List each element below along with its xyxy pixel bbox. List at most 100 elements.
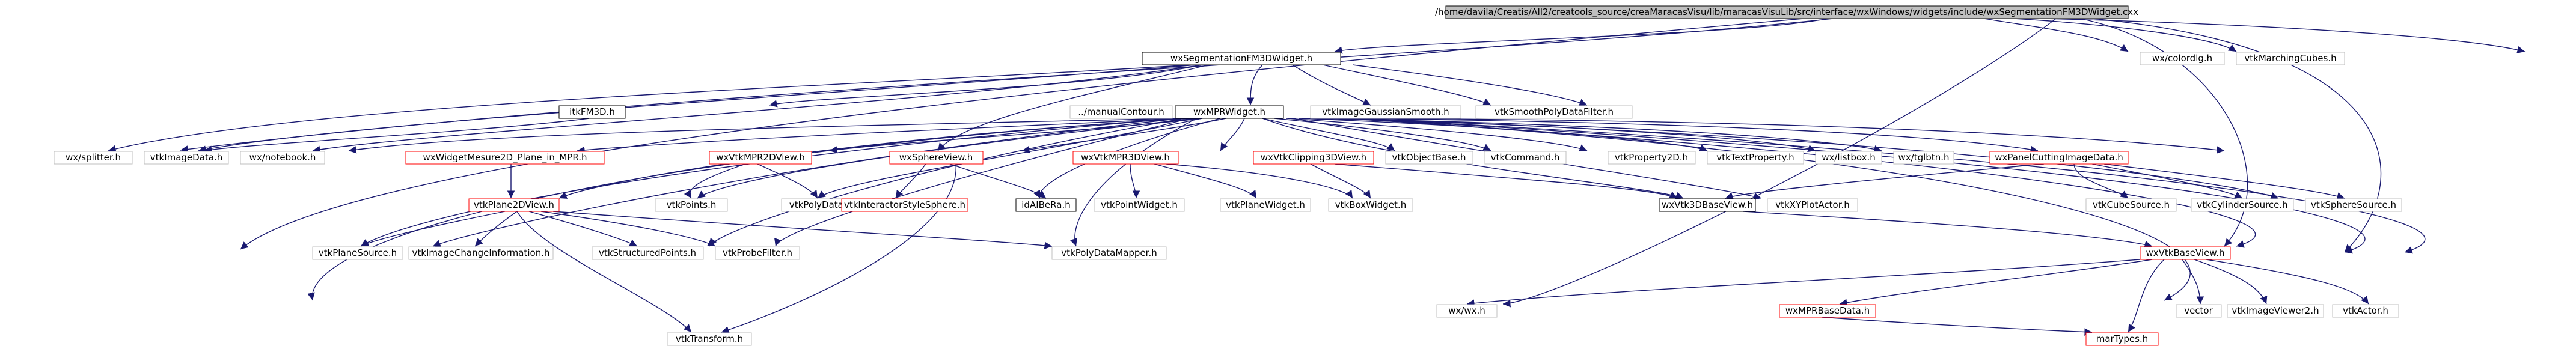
node-vtkCylinderSource[interactable]: vtkCylinderSource.h <box>2191 198 2294 212</box>
label-wxVtkMPR2DView: wxVtkMPR2DView.h <box>716 152 805 163</box>
node-vtkPlaneWidget[interactable]: vtkPlaneWidget.h <box>1220 198 1311 212</box>
label-vtkImageData: vtkImageData.h <box>150 152 223 163</box>
node-wxcolordlg[interactable]: wx/colordlg.h <box>2140 52 2225 65</box>
node-vtkInteractorStyleSphere[interactable]: vtkInteractorStyleSphere.h <box>841 198 968 212</box>
label-vtkPlaneSource: vtkPlaneSource.h <box>319 247 397 258</box>
node-vtkPointWidget[interactable]: vtkPointWidget.h <box>1094 198 1185 212</box>
node-wxtglbtn[interactable]: wx/tglbtn.h <box>1893 151 1954 165</box>
node-wxPanelCuttingImageData[interactable]: wxPanelCuttingImageData.h <box>1989 151 2129 165</box>
label-vtkCylinderSource: vtkCylinderSource.h <box>2197 199 2287 210</box>
node-wxVtk3DBaseView[interactable]: wxVtk3DBaseView.h <box>1659 198 1756 212</box>
label-wxcolordlg: wx/colordlg.h <box>2152 53 2212 64</box>
label-marTypes: marTypes.h <box>2096 333 2149 344</box>
node-vtkStructuredPoints[interactable]: vtkStructuredPoints.h <box>592 246 704 260</box>
label-vtkPlane2DView: vtkPlane2DView.h <box>474 199 554 210</box>
node-vtkPlane2DView[interactable]: vtkPlane2DView.h <box>468 198 560 212</box>
label-vtkObjectBase: vtkObjectBase.h <box>1392 152 1466 163</box>
label-wxWidgetMesure2D: wxWidgetMesure2D_Plane_in_MPR.h <box>423 152 587 163</box>
label-vector: vector <box>2184 305 2213 316</box>
node-vector[interactable]: vector <box>2176 304 2222 318</box>
edges <box>108 18 2526 336</box>
node-wxSphereView[interactable]: wxSphereView.h <box>889 151 984 165</box>
label-vtkBoxWidget: vtkBoxWidget.h <box>1335 199 1406 210</box>
node-wxVtkClipping3DView[interactable]: wxVtkClipping3DView.h <box>1253 151 1374 165</box>
node-wxVtkMPR3DView[interactable]: wxVtkMPR3DView.h <box>1072 151 1179 165</box>
label-vtkSmoothPolyDataFilter: vtkSmoothPolyDataFilter.h <box>1495 106 1614 117</box>
node-wxsplitter[interactable]: wx/splitter.h <box>54 151 133 165</box>
label-wxMPRWidget: wxMPRWidget.h <box>1193 106 1265 117</box>
node-vtkCommand[interactable]: vtkCommand.h <box>1484 151 1567 165</box>
node-vtkActor[interactable]: vtkActor.h <box>2332 304 2399 318</box>
root-node[interactable]: /home/davila/Creatis/All2/creatools_sour… <box>1435 5 2138 19</box>
node-vtkMarchingCubes[interactable]: vtkMarchingCubes.h <box>2236 52 2345 65</box>
node-vtkProbeFilter[interactable]: vtkProbeFilter.h <box>715 246 800 260</box>
node-vtkImageViewer2[interactable]: vtkImageViewer2.h <box>2227 304 2324 318</box>
node-wxlistbox[interactable]: wx/listbox.h <box>1815 151 1882 165</box>
node-vtkPlaneSource[interactable]: vtkPlaneSource.h <box>312 246 403 260</box>
label-wxSegmentationFM3DWidget: wxSegmentationFM3DWidget.h <box>1170 53 1312 64</box>
label-wxVtkMPR3DView: wxVtkMPR3DView.h <box>1081 152 1170 163</box>
node-wxMPRWidget[interactable]: wxMPRWidget.h <box>1175 105 1284 119</box>
label-vtkTextProperty: vtkTextProperty.h <box>1716 152 1794 163</box>
nodes: /home/davila/Creatis/All2/creatools_sour… <box>54 5 2402 346</box>
node-wxVtkMPR2DView[interactable]: wxVtkMPR2DView.h <box>709 151 812 165</box>
node-wxnotebook[interactable]: wx/notebook.h <box>240 151 325 165</box>
label-wxVtk3DBaseView: wxVtk3DBaseView.h <box>1662 199 1753 210</box>
node-vtkPolyData[interactable]: vtkPolyData.h <box>781 198 860 212</box>
label-vtkCubeSource: vtkCubeSource.h <box>2093 199 2170 210</box>
node-vtkPolyDataMapper[interactable]: vtkPolyDataMapper.h <box>1051 246 1167 260</box>
node-vtkXYPlotActor[interactable]: vtkXYPlotActor.h <box>1767 198 1858 212</box>
node-manualContour[interactable]: ../manualContour.h <box>1069 105 1173 119</box>
node-wxMPRBaseData[interactable]: wxMPRBaseData.h <box>1779 304 1876 318</box>
node-vtkSmoothPolyDataFilter[interactable]: vtkSmoothPolyDataFilter.h <box>1475 105 1633 119</box>
node-marTypes[interactable]: marTypes.h <box>2085 332 2159 346</box>
node-wxVtkBaseView[interactable]: wxVtkBaseView.h <box>2140 246 2231 260</box>
label-vtkActor: vtkActor.h <box>2343 305 2388 316</box>
node-vtkImageChangeInformation[interactable]: vtkImageChangeInformation.h <box>408 246 554 260</box>
label-vtkSphereSource: vtkSphereSource.h <box>2311 199 2396 210</box>
label-vtkPoints: vtkPoints.h <box>667 199 717 210</box>
label-wxwx: wx/wx.h <box>1448 305 1485 316</box>
node-vtkSphereSource[interactable]: vtkSphereSource.h <box>2305 198 2402 212</box>
node-wxwx[interactable]: wx/wx.h <box>1436 304 1498 318</box>
label-vtkMarchingCubes: vtkMarchingCubes.h <box>2244 53 2336 64</box>
label-wxlistbox: wx/listbox.h <box>1822 152 1876 163</box>
label-vtkPolyDataMapper: vtkPolyDataMapper.h <box>1061 247 1157 258</box>
label-vtkTransform: vtkTransform.h <box>676 333 743 344</box>
node-vtkObjectBase[interactable]: vtkObjectBase.h <box>1385 151 1473 165</box>
node-vtkTextProperty[interactable]: vtkTextProperty.h <box>1707 151 1804 165</box>
label-idAIBeRa: idAIBeRa.h <box>1021 199 1070 210</box>
label-wxSphereView: wxSphereView.h <box>899 152 973 163</box>
node-idAIBeRa[interactable]: idAIBeRa.h <box>1015 198 1077 212</box>
label-wxnotebook: wx/notebook.h <box>249 152 316 163</box>
node-wxWidgetMesure2D[interactable]: wxWidgetMesure2D_Plane_in_MPR.h <box>405 151 605 165</box>
label-manualContour: ../manualContour.h <box>1078 106 1164 117</box>
label-wxsplitter: wx/splitter.h <box>66 152 121 163</box>
root-label: /home/davila/Creatis/All2/creatools_sour… <box>1435 7 2138 18</box>
node-wxSegmentationFM3DWidget[interactable]: wxSegmentationFM3DWidget.h <box>1142 52 1341 65</box>
label-wxVtkClipping3DView: wxVtkClipping3DView.h <box>1261 152 1366 163</box>
node-vtkImageData[interactable]: vtkImageData.h <box>144 151 229 165</box>
label-vtkXYPlotActor: vtkXYPlotActor.h <box>1775 199 1850 210</box>
label-itkFM3D: itkFM3D.h <box>569 106 615 117</box>
label-vtkImageChangeInformation: vtkImageChangeInformation.h <box>412 247 550 258</box>
label-vtkPolyData: vtkPolyData.h <box>789 199 852 210</box>
node-vtkBoxWidget[interactable]: vtkBoxWidget.h <box>1328 198 1413 212</box>
label-vtkProbeFilter: vtkProbeFilter.h <box>723 247 792 258</box>
node-vtkCubeSource[interactable]: vtkCubeSource.h <box>2085 198 2177 212</box>
label-vtkPointWidget: vtkPointWidget.h <box>1101 199 1178 210</box>
node-vtkTransform[interactable]: vtkTransform.h <box>667 332 752 346</box>
node-vtkImageGaussianSmooth[interactable]: vtkImageGaussianSmooth.h <box>1310 105 1461 119</box>
label-vtkCommand: vtkCommand.h <box>1491 152 1560 163</box>
node-vtkProperty2D[interactable]: vtkProperty2D.h <box>1608 151 1696 165</box>
label-vtkProperty2D: vtkProperty2D.h <box>1615 152 1688 163</box>
label-wxVtkBaseView: wxVtkBaseView.h <box>2146 247 2225 258</box>
node-vtkPoints[interactable]: vtkPoints.h <box>655 198 728 212</box>
label-vtkImageGaussianSmooth: vtkImageGaussianSmooth.h <box>1322 106 1449 117</box>
node-itkFM3D[interactable]: itkFM3D.h <box>558 105 626 119</box>
label-vtkStructuredPoints: vtkStructuredPoints.h <box>599 247 696 258</box>
label-wxtglbtn: wx/tglbtn.h <box>1898 152 1950 163</box>
label-wxPanelCuttingImageData: wxPanelCuttingImageData.h <box>1995 152 2123 163</box>
label-vtkPlaneWidget: vtkPlaneWidget.h <box>1226 199 1305 210</box>
